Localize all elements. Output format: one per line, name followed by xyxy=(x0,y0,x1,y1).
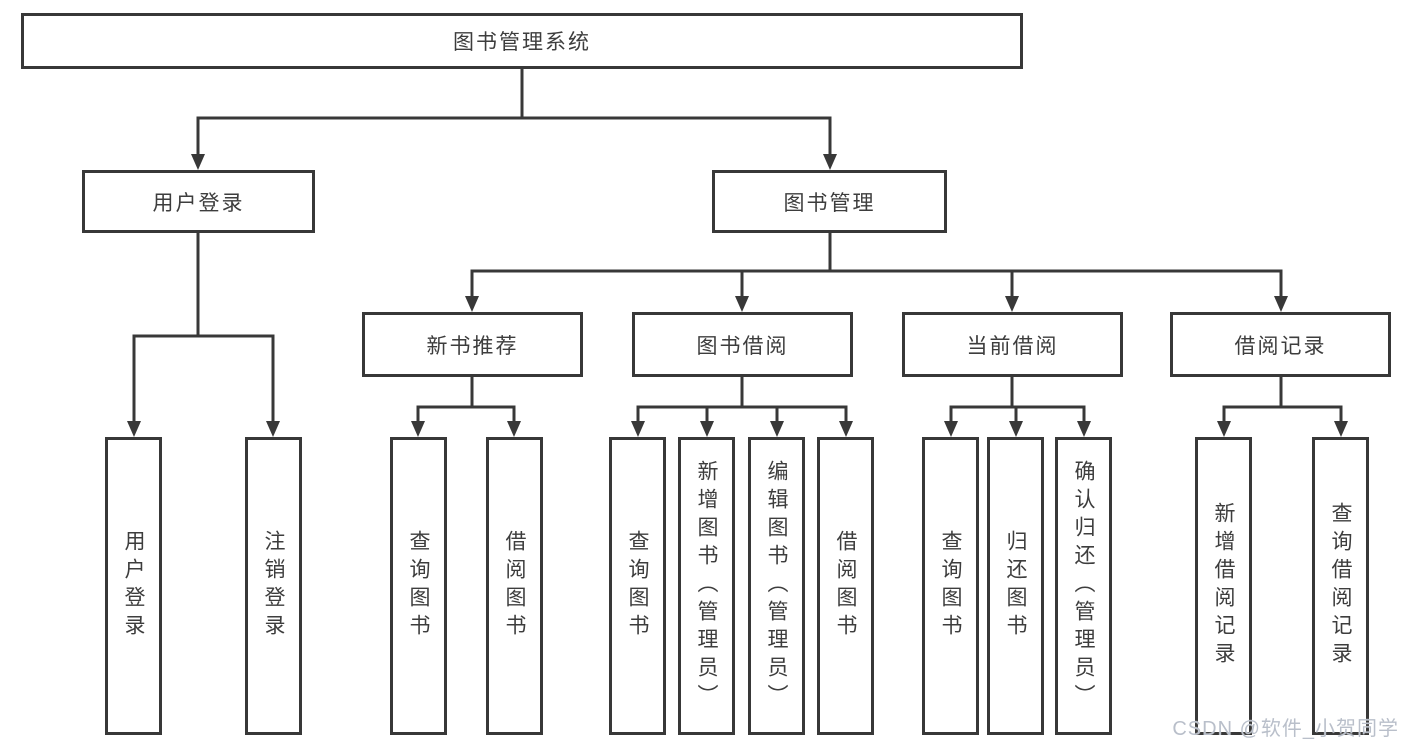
leaf-add-borrow-record: 新增借阅记录 xyxy=(1195,437,1252,735)
leaf-return-book: 归还图书 xyxy=(987,437,1044,735)
node-label: 新书推荐 xyxy=(426,334,519,358)
node-label: 借阅记录 xyxy=(1234,334,1327,358)
node-label: 用户登录 xyxy=(152,191,245,215)
connector-level3-stems xyxy=(470,375,1283,409)
leaf-edit-book-admin: 编辑图书（管理员） xyxy=(748,437,805,735)
node-user-login: 用户登录 xyxy=(82,170,315,233)
connector-leaf-stems xyxy=(416,405,1343,429)
node-label: 图书借阅 xyxy=(696,334,789,358)
csdn-watermark: CSDN @软件_小贺同学 xyxy=(1172,718,1399,740)
node-new-book-recommendation: 新书推荐 xyxy=(362,312,583,377)
node-label: 用户登录 xyxy=(122,530,145,642)
node-label: 借阅图书 xyxy=(503,530,526,642)
leaf-user-login: 用户登录 xyxy=(105,437,162,735)
node-label: 查询借阅记录 xyxy=(1329,502,1352,670)
node-label: 图书管理系统 xyxy=(453,31,591,54)
connector-user-login-branch xyxy=(132,231,275,429)
leaf-query-books-current: 查询图书 xyxy=(922,437,979,735)
node-label: 借阅图书 xyxy=(834,530,857,642)
node-label: 注销登录 xyxy=(262,530,285,642)
leaf-borrow-books-borrowing: 借阅图书 xyxy=(817,437,874,735)
node-label: 当前借阅 xyxy=(966,334,1059,358)
node-book-management: 图书管理 xyxy=(712,170,947,233)
leaf-borrow-books-recommend: 借阅图书 xyxy=(486,437,543,735)
node-label: 查询图书 xyxy=(939,530,962,642)
leaf-confirm-return-admin: 确认归还（管理员） xyxy=(1055,437,1112,735)
connector-book-management-branch xyxy=(470,231,1283,304)
node-label: 新增图书（管理员） xyxy=(695,460,718,712)
leaf-query-books-borrowing: 查询图书 xyxy=(609,437,666,735)
node-label: 图书管理 xyxy=(783,191,876,215)
leaf-logout: 注销登录 xyxy=(245,437,302,735)
arrowheads xyxy=(127,154,1348,437)
node-label: 查询图书 xyxy=(407,530,430,642)
node-book-borrowing: 图书借阅 xyxy=(632,312,853,377)
node-label: 编辑图书（管理员） xyxy=(765,460,788,712)
leaf-add-book-admin: 新增图书（管理员） xyxy=(678,437,735,735)
node-library-management-system: 图书管理系统 xyxy=(21,13,1023,69)
connector-root-to-level2 xyxy=(196,67,832,162)
leaf-query-borrow-record: 查询借阅记录 xyxy=(1312,437,1369,735)
node-current-borrowing: 当前借阅 xyxy=(902,312,1123,377)
node-label: 归还图书 xyxy=(1004,530,1027,642)
node-label: 确认归还（管理员） xyxy=(1072,460,1095,712)
node-label: 查询图书 xyxy=(626,530,649,642)
leaf-query-books-recommend: 查询图书 xyxy=(390,437,447,735)
node-label: 新增借阅记录 xyxy=(1212,502,1235,670)
node-borrowing-records: 借阅记录 xyxy=(1170,312,1391,377)
